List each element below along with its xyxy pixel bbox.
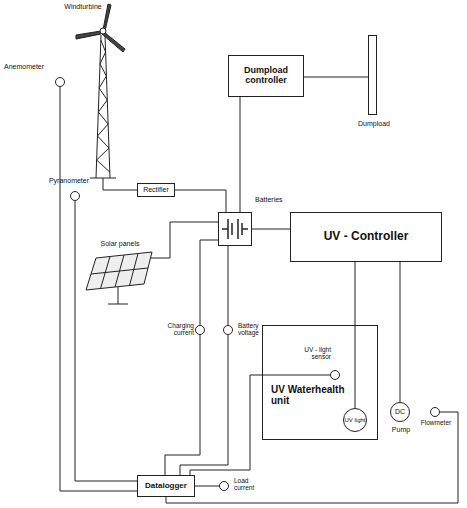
tower-lattice xyxy=(97,40,110,172)
battery-plate xyxy=(227,219,229,239)
turbine-blade xyxy=(76,31,101,39)
battery-symbol xyxy=(222,219,248,239)
wire-connector xyxy=(60,87,137,491)
wire-connector xyxy=(166,412,458,503)
unit-box: UV Waterhealth unit UV light UV - light se… xyxy=(262,325,378,440)
node-label: Load current xyxy=(234,477,270,491)
node-label: Anemometer xyxy=(4,63,54,71)
panel-grid xyxy=(91,268,148,274)
controller-box: UV - Controller xyxy=(290,212,442,262)
wire-connector xyxy=(195,486,219,487)
panel-base xyxy=(108,304,128,305)
tower-leg xyxy=(105,35,110,178)
controller-box: Dumpload controller xyxy=(228,55,304,97)
wire-connector xyxy=(175,190,226,212)
rectifier-box: Rectifier xyxy=(137,183,175,197)
battery-box: Batteries xyxy=(218,212,252,246)
wire-connector xyxy=(165,335,200,475)
sensor-circle: Battery voltage xyxy=(223,325,233,335)
sensor-circle: Pyranometer xyxy=(70,191,80,201)
node-label: Battery voltage xyxy=(238,322,278,336)
turbine-blade xyxy=(103,4,111,31)
wind-turbine xyxy=(76,4,125,178)
wire-connector xyxy=(400,262,401,402)
pump-motor: DCPump xyxy=(390,402,410,422)
wire-connector xyxy=(304,77,368,78)
panel-pole xyxy=(118,287,119,304)
node-label: Charging current xyxy=(152,322,194,336)
wire-connector xyxy=(228,246,229,325)
wire-connector xyxy=(355,262,356,408)
battery-plate xyxy=(231,223,233,235)
sensor-circle: UV - light sensor xyxy=(330,370,340,380)
solar-panel xyxy=(86,252,152,304)
panel-outline xyxy=(86,252,152,290)
node-label: Datalogger xyxy=(145,482,187,491)
logger-box: Datalogger xyxy=(137,475,195,497)
node-label: Dumpload controller xyxy=(229,66,303,86)
node-label: Pump xyxy=(381,426,421,434)
node-label: UV light xyxy=(344,417,365,424)
node-label: Pyranometer xyxy=(44,177,94,185)
battery-lead xyxy=(222,228,228,230)
part-label: Windturbine xyxy=(58,3,108,11)
sensor-circle: Load current xyxy=(219,481,229,491)
wire-connector xyxy=(180,335,228,475)
node-label: UV - light sensor xyxy=(289,346,331,360)
node-label: UV Waterhealth unit xyxy=(271,384,353,406)
battery-plate xyxy=(237,219,239,239)
turbine-wire xyxy=(103,178,137,190)
node-label: Flowmeter xyxy=(416,419,456,426)
sensor-circle: Anemometer xyxy=(55,77,65,87)
part-label: Solar panels xyxy=(92,240,148,248)
turbine-blade xyxy=(102,32,125,52)
lamp-circle: UV light xyxy=(343,408,367,432)
node-label: Dumpload xyxy=(353,120,395,128)
resistor-symbol: Dumpload xyxy=(368,35,377,115)
sensor-circle: Flowmeter xyxy=(430,407,440,417)
node-label: Rectifier xyxy=(143,186,169,194)
node-label: DC xyxy=(395,408,405,416)
sensor-circle: Charging current xyxy=(195,325,205,335)
wire-connector xyxy=(240,97,241,212)
wire-connector xyxy=(252,229,290,230)
wire-connector xyxy=(200,240,218,325)
node-label: Batteries xyxy=(255,196,291,204)
turbine-hub xyxy=(100,28,106,34)
battery-lead xyxy=(242,228,248,230)
node-label: UV - Controller xyxy=(324,230,409,243)
